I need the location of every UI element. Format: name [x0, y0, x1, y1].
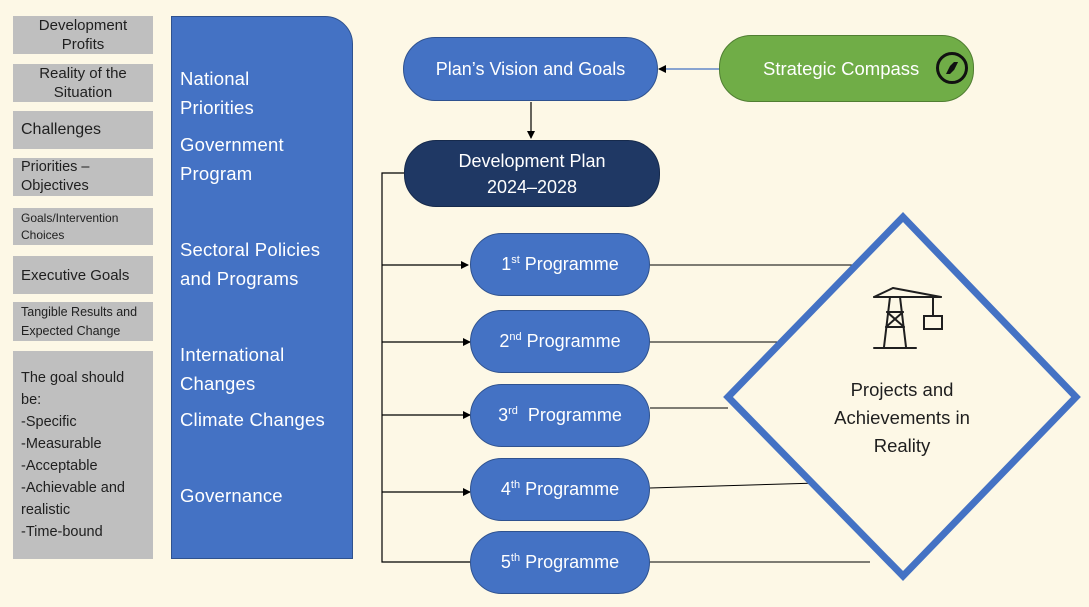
- programme-4-label: 4th Programme: [501, 479, 619, 500]
- programme-word: Programme: [525, 479, 620, 499]
- left-box-label: Priorities – Objectives: [21, 159, 90, 194]
- programme-ordinal-suffix: st: [511, 254, 520, 266]
- left-box-priorities: Priorities – Objectives: [13, 158, 153, 196]
- left-box-label: Executive Goals: [21, 266, 130, 284]
- left-box-development-profits: Development Profits: [13, 16, 153, 54]
- programme-5-label: 5th Programme: [501, 552, 619, 573]
- programme-2: 2nd Programme: [470, 310, 650, 373]
- strategic-compass-label: Strategic Compass: [763, 57, 920, 79]
- development-plan: Development Plan 2024–2028: [404, 140, 660, 207]
- left-box-executive-goals: Executive Goals: [13, 256, 153, 294]
- programme-2-label: 2nd Programme: [499, 331, 620, 352]
- programme-1: 1st Programme: [470, 233, 650, 296]
- programme-ordinal: 4: [500, 479, 511, 499]
- development-plan-label: Development Plan 2024–2028: [458, 150, 606, 197]
- programme-word: Programme: [526, 331, 621, 351]
- strategic-compass: Strategic Compass: [719, 35, 974, 102]
- line-programme-4-diamond: [649, 482, 819, 489]
- programme-3: 3rd Programme: [470, 384, 650, 447]
- driver-climate-changes: Climate Changes: [180, 409, 325, 430]
- left-box-label: Goals/Intervention Choices: [21, 210, 119, 242]
- projects-diamond: [723, 211, 1081, 582]
- programme-ordinal-suffix: th: [510, 479, 521, 491]
- plan-vision-label: Plan’s Vision and Goals: [435, 58, 626, 79]
- left-box-goals-intervention: Goals/Intervention Choices: [13, 208, 153, 245]
- programme-ordinal: 2: [499, 331, 510, 351]
- driver-sectoral-policies: Sectoral Policies and Programs: [180, 239, 321, 289]
- plan-bracket: [381, 172, 470, 563]
- programme-ordinal: 1: [501, 254, 512, 274]
- programme-ordinal-suffix: th: [510, 552, 521, 564]
- programme-ordinal-suffix: rd: [508, 405, 518, 417]
- driver-national-priorities: National Priorities: [180, 68, 254, 118]
- driver-international-changes: International Changes: [180, 344, 285, 394]
- programme-4: 4th Programme: [470, 458, 650, 521]
- programme-ordinal: 5: [500, 552, 511, 572]
- left-box-label: Development Profits: [38, 17, 128, 53]
- left-box-label: Reality of the Situation: [39, 65, 127, 101]
- programme-3-label: 3rd Programme: [498, 405, 622, 426]
- programme-ordinal-suffix: nd: [509, 331, 522, 343]
- left-box-reality: Reality of the Situation: [13, 64, 153, 102]
- programme-1-label: 1st Programme: [501, 254, 619, 275]
- compass-icon: [936, 52, 968, 84]
- driver-government-program: Government Program: [180, 134, 284, 184]
- programme-5: 5th Programme: [470, 531, 650, 594]
- crane-icon: [873, 287, 943, 349]
- programme-word: Programme: [527, 405, 622, 425]
- programme-ordinal: 3: [498, 405, 509, 425]
- left-box-challenges: Challenges: [13, 111, 153, 149]
- left-box-label: Tangible Results and Expected Change: [21, 304, 138, 338]
- plan-vision-goals: Plan’s Vision and Goals: [403, 37, 658, 101]
- programme-word: Programme: [525, 552, 620, 572]
- left-box-smart-goal: The goal should be: -Specific -Measurabl…: [13, 351, 153, 559]
- smart-goal-text: The goal should be: -Specific -Measurabl…: [21, 370, 125, 540]
- driver-governance: Governance: [180, 485, 283, 506]
- programme-word: Programme: [524, 254, 619, 274]
- drivers-column: [171, 16, 353, 559]
- projects-achievements-label: Projects and Achievements in Reality: [834, 379, 970, 456]
- left-box-tangible-results: Tangible Results and Expected Change: [13, 302, 153, 341]
- left-box-label: Challenges: [21, 121, 102, 138]
